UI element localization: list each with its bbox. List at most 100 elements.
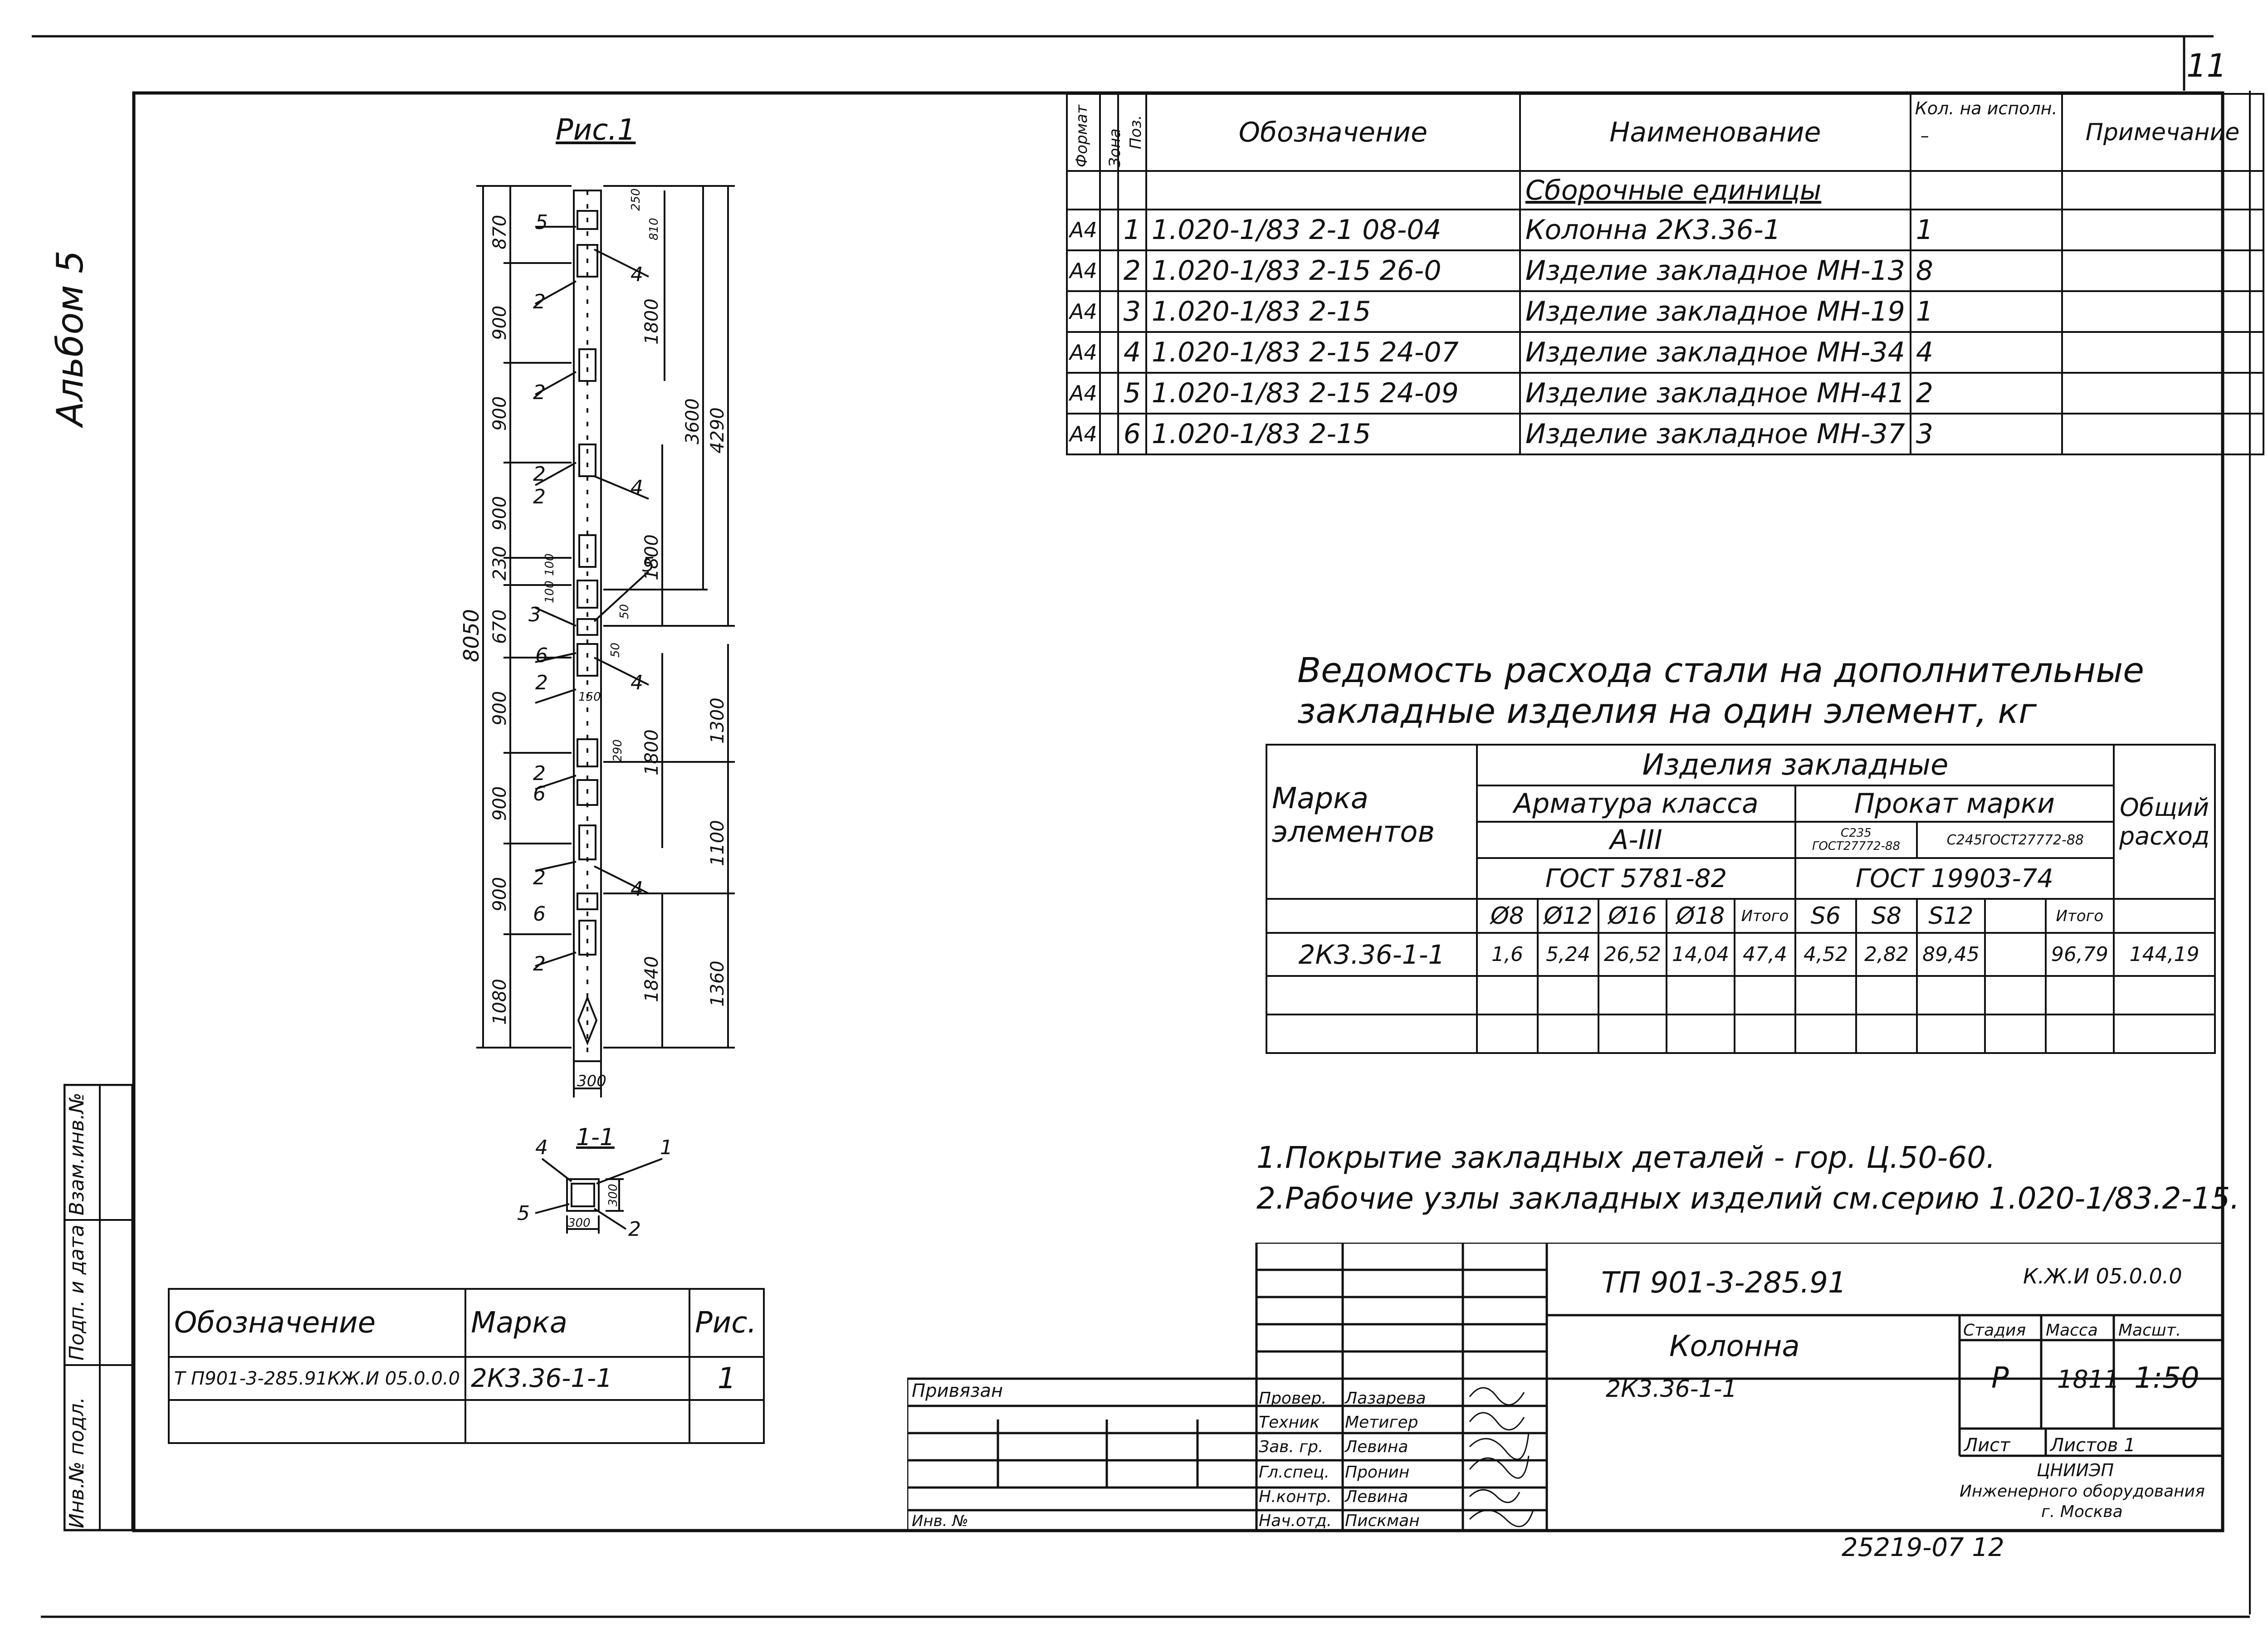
spec-name: Изделие закладное МН-41 xyxy=(1519,372,1911,415)
footer-code: 25219-07 12 xyxy=(1842,1533,2004,1562)
spec-h-note: Примечание xyxy=(2061,93,2264,172)
column-drawing: 5 4 2 2 2 2 4 3 5 6 2 4 2 6 2 4 6 2 870 … xyxy=(459,185,735,1097)
section-title: 1-1 xyxy=(576,1125,615,1151)
steel-h-mark: Марка элементов xyxy=(1266,744,1478,900)
dim-left: 900 xyxy=(489,877,510,912)
svg-text:Пронин: Пронин xyxy=(1345,1463,1409,1482)
svg-text:Гл.спец.: Гл.спец. xyxy=(1259,1463,1330,1482)
svg-text:Метигер: Метигер xyxy=(1345,1413,1418,1432)
dim-outer: 1100 xyxy=(707,820,728,866)
callout: 4 xyxy=(631,476,643,499)
steel-h-rebar: Арматура класса xyxy=(1476,785,1796,823)
section-dim: 300 xyxy=(606,1184,620,1206)
dim-left: 900 xyxy=(489,306,510,340)
spec-h-qty: Кол. на исполн.– xyxy=(1909,93,2063,172)
spec-designation: 1.020-1/83 2-15 24-09 xyxy=(1145,372,1521,415)
note-2: 2.Рабочие узлы закладных изделий см.сери… xyxy=(1256,1181,2240,1216)
dim-small: 100 xyxy=(543,553,557,576)
dim-outer: 1300 xyxy=(707,697,728,744)
dim-right: 1800 xyxy=(641,534,662,580)
callout: 4 xyxy=(631,878,643,901)
spec-section: Сборочные единицы xyxy=(1519,170,1911,210)
spec-h-designation: Обозначение xyxy=(1145,93,1521,172)
svg-text:Листов 1: Листов 1 xyxy=(2049,1435,2136,1456)
callout: 5 xyxy=(642,553,655,576)
spec-designation: 1.020-1/83 2-1 08-04 xyxy=(1145,209,1521,251)
spec-name: Изделие закладное МН-37 xyxy=(1519,413,1911,455)
svg-text:Зав. гр.: Зав. гр. xyxy=(1259,1438,1323,1456)
dim-small: 290 xyxy=(611,739,625,762)
dim-outer: 1360 xyxy=(707,961,728,1007)
spec-h-zone: Зона xyxy=(1099,93,1124,172)
callout: 2 xyxy=(533,381,546,404)
sheet-number: 11 xyxy=(2186,47,2227,84)
svg-text:Техник: Техник xyxy=(1259,1413,1320,1432)
binding-label: Привязан xyxy=(912,1380,1003,1401)
spec-name: Изделие закладное МН-34 xyxy=(1519,331,1911,374)
stamp-inv-label: Инв.№ подл. xyxy=(65,1397,88,1528)
callout: 4 xyxy=(631,263,643,286)
dim-small: 100 xyxy=(543,580,557,603)
section-callout: 5 xyxy=(517,1202,530,1225)
org-3: г. Москва xyxy=(2041,1502,2123,1521)
dim-right: 1800 xyxy=(641,298,662,345)
section-view: 1-1 4 1 5 2 300 300 xyxy=(517,1125,673,1241)
dim-total: 8050 xyxy=(459,609,484,662)
svg-text:Лазарева: Лазарева xyxy=(1344,1389,1426,1408)
steel-h-c245: С245ГОСТ27772-88 xyxy=(1916,821,2115,859)
project-number: ТП 901-3-285.91 xyxy=(1601,1266,1847,1300)
dim-small: 50 xyxy=(609,643,622,658)
spec-name: Изделие закладное МН-19 xyxy=(1519,290,1911,333)
section-callout: 1 xyxy=(660,1136,673,1159)
spec-name: Колонна 2К3.36-1 xyxy=(1519,209,1911,251)
callout: 2 xyxy=(533,463,546,486)
callout: 2 xyxy=(533,762,546,785)
dim-left: 870 xyxy=(489,215,510,249)
spec-designation: 1.020-1/83 2-15 24-07 xyxy=(1145,331,1521,374)
left-stamp xyxy=(64,1084,134,1532)
scale-value: 1:50 xyxy=(2134,1361,2200,1395)
album-label: Альбом 5 xyxy=(49,250,91,426)
svg-text:Н.контр.: Н.контр. xyxy=(1259,1488,1332,1506)
section-dim: 300 xyxy=(568,1216,591,1230)
callout: 4 xyxy=(631,671,643,694)
spec-name: Изделие закладное МН-13 xyxy=(1519,249,1911,292)
note-1: 1.Покрытие закладных деталей - гор. Ц.50… xyxy=(1256,1140,1996,1175)
steel-h-items: Изделия закладные xyxy=(1476,744,2115,786)
section-callout: 2 xyxy=(628,1218,641,1241)
callout: 2 xyxy=(535,671,548,694)
object-mark: 2К3.36-1-1 xyxy=(1606,1375,1737,1403)
spec-designation: 1.020-1/83 2-15 26-0 xyxy=(1145,249,1521,292)
svg-text:Пискман: Пискман xyxy=(1345,1512,1420,1530)
callout: 6 xyxy=(535,644,548,667)
spec-h-pos: Поз. xyxy=(1117,93,1147,172)
steel-row-mark: 2К3.36-1-1 xyxy=(1266,932,1478,977)
callout: 5 xyxy=(535,211,548,234)
dim-width: 300 xyxy=(577,1072,606,1090)
dim-outer: 3600 xyxy=(682,398,703,444)
callout: 3 xyxy=(528,603,541,626)
steel-table: Марка элементов Изделия закладные Общий … xyxy=(1266,744,2216,1054)
project-code: К.Ж.И 05.0.0.0 xyxy=(2023,1264,2182,1288)
steel-h-rebar-gost: ГОСТ 5781-82 xyxy=(1476,857,1796,900)
index-h-fig: Рис. xyxy=(689,1288,765,1358)
callout: 6 xyxy=(533,782,546,805)
stamp-sign-label: Подп. и дата xyxy=(65,1224,88,1361)
callout: 2 xyxy=(533,866,546,889)
svg-text:Лист: Лист xyxy=(1963,1435,2011,1456)
section-callout: 4 xyxy=(535,1136,548,1159)
steel-title-2: закладные изделия на один элемент, кг xyxy=(1297,691,2037,731)
org-1: ЦНИИЭП xyxy=(2037,1460,2114,1480)
dim-small: 810 xyxy=(647,218,661,240)
dim-small: 150 xyxy=(578,690,601,704)
svg-text:Левина: Левина xyxy=(1344,1488,1408,1506)
dim-left: 900 xyxy=(489,496,510,531)
dim-right: 1840 xyxy=(641,956,662,1002)
dim-left: 900 xyxy=(489,786,510,821)
figure-title: Рис.1 xyxy=(556,113,636,147)
index-table: Обозначение Марка Рис. Т П901-3-285.91КЖ… xyxy=(167,1288,765,1444)
svg-text:Масса: Масса xyxy=(2046,1321,2098,1340)
steel-row-total: 144,19 xyxy=(2112,932,2216,977)
callout: 2 xyxy=(533,952,546,976)
